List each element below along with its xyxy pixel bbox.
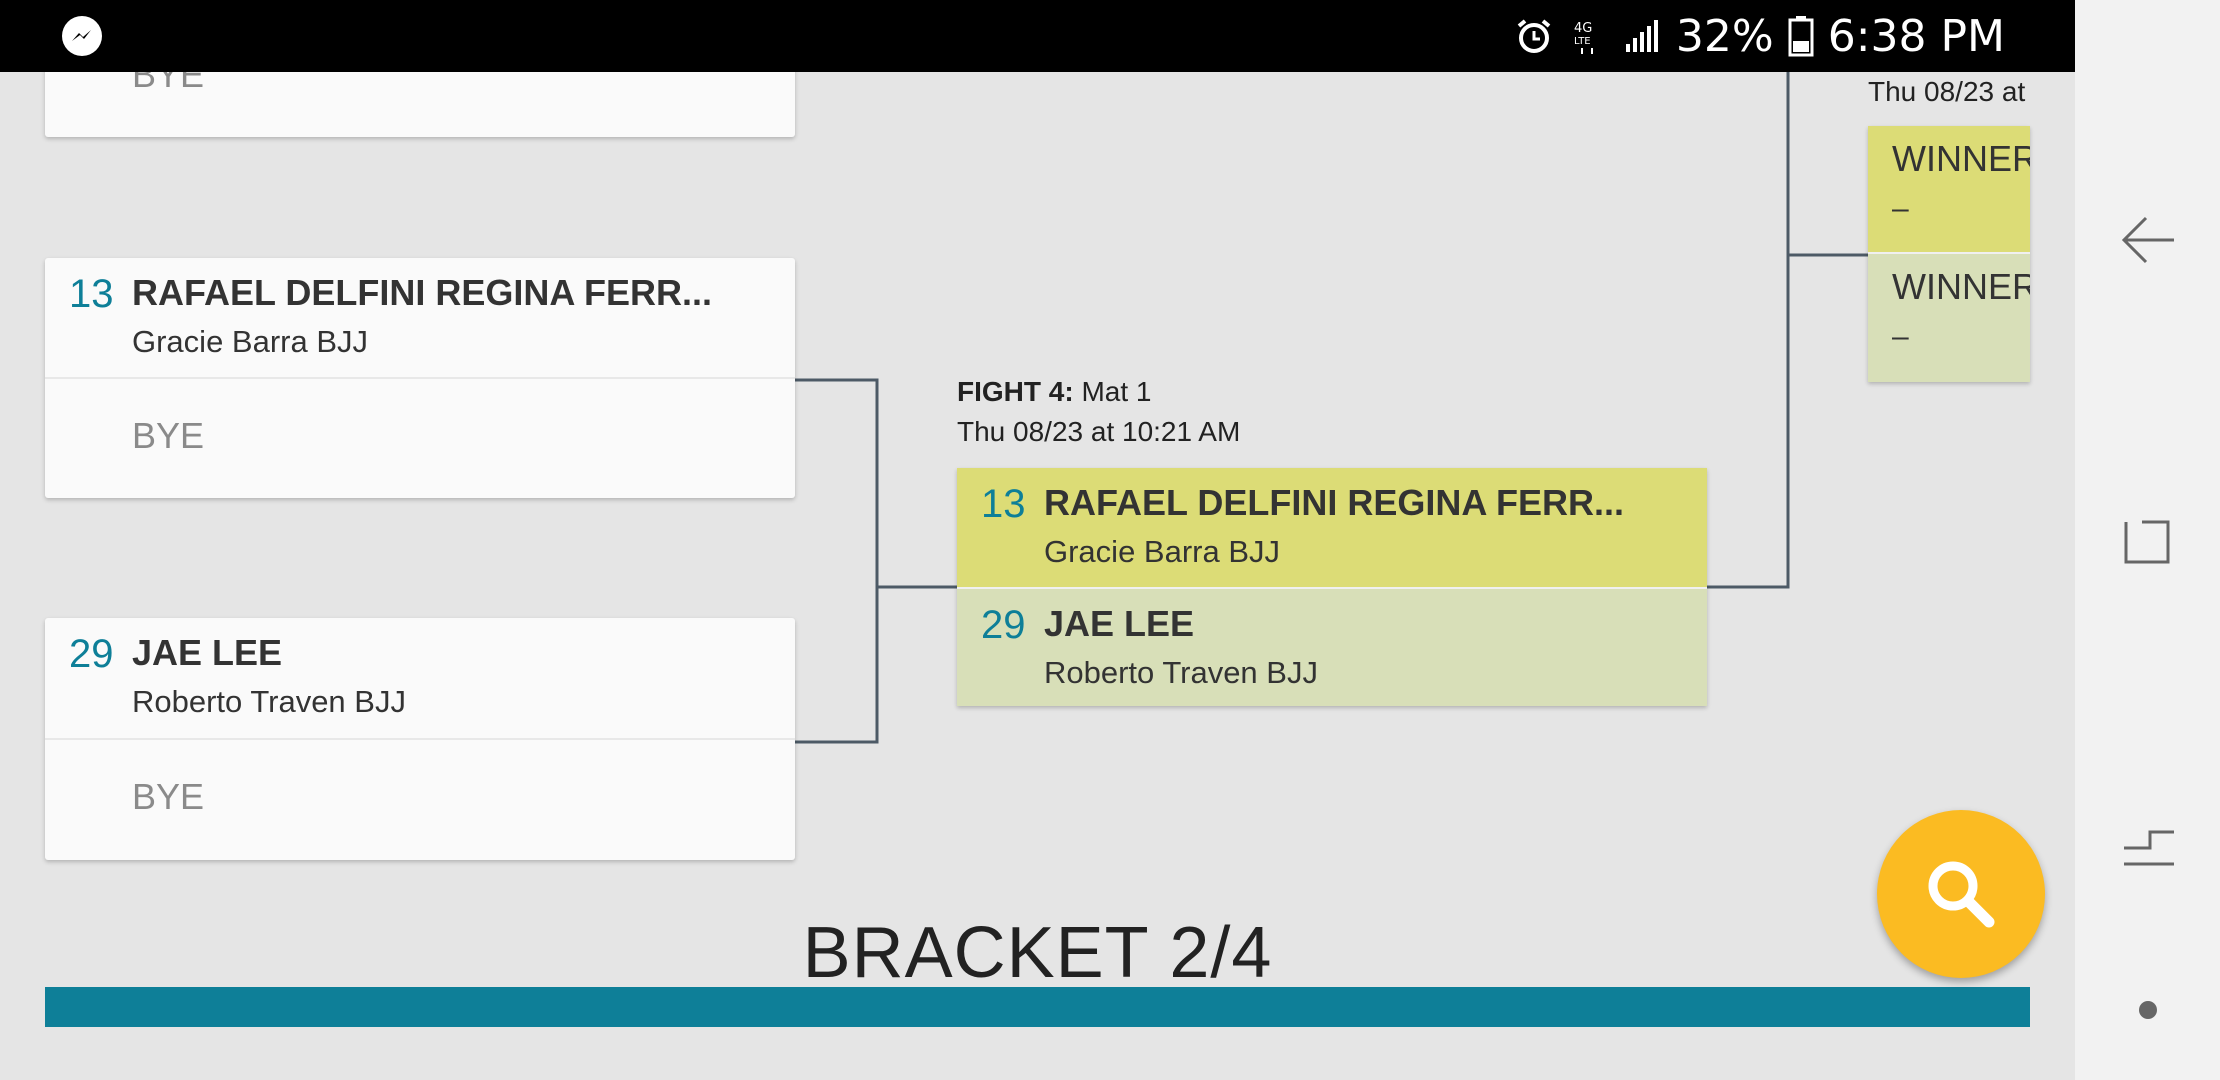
- clock: 6:38 PM: [1827, 10, 2005, 62]
- home-dot-icon[interactable]: [2120, 990, 2176, 1046]
- bye-row: BYE: [45, 738, 795, 860]
- bye-label: BYE: [132, 776, 205, 817]
- bottom-bar[interactable]: [45, 987, 2030, 1027]
- winner-slot[interactable]: WINNER –: [1868, 126, 2030, 252]
- bye-label: BYE: [132, 415, 205, 456]
- competitor-name: JAE LEE: [1044, 603, 1195, 644]
- recents-icon[interactable]: [2120, 514, 2176, 570]
- mat-label: Mat 1: [1073, 376, 1152, 407]
- bracket-title: BRACKET 2/4: [802, 913, 1273, 993]
- winner-slot[interactable]: WINNER –: [1868, 254, 2030, 382]
- winner-label: WINNER: [1892, 266, 2030, 307]
- competitor-row[interactable]: 29 JAE LEE Roberto Traven BJJ: [957, 589, 1707, 706]
- bye-label: BYE: [132, 72, 205, 95]
- competitor-name: RAFAEL DELFINI REGINA FERR...: [1044, 482, 1625, 523]
- messenger-icon: [62, 16, 102, 56]
- team-name: Gracie Barra BJJ: [132, 324, 369, 359]
- team-name: Gracie Barra BJJ: [1044, 534, 1281, 569]
- svg-text:LTE: LTE: [1574, 36, 1591, 47]
- navigation-bar: [2075, 0, 2220, 1080]
- signal-icon: [1625, 20, 1658, 52]
- winner-label: WINNER: [1892, 138, 2030, 179]
- seed-number: 29: [69, 632, 114, 676]
- fight-4-card[interactable]: 13 RAFAEL DELFINI REGINA FERR... Gracie …: [957, 468, 1707, 706]
- bracket-connectors: [795, 72, 1868, 744]
- battery-icon: [1788, 16, 1814, 57]
- competitor-row[interactable]: 29 JAE LEE Roberto Traven BJJ: [45, 618, 795, 738]
- fight-info: FIGHT 4: Mat 1 Thu 08/23 at 10:21 AM: [957, 372, 1240, 452]
- switch-icon[interactable]: [2120, 818, 2176, 874]
- seed-number: 13: [981, 482, 1026, 526]
- svg-text:4G: 4G: [1574, 21, 1592, 36]
- team-name: Roberto Traven BJJ: [1044, 655, 1318, 690]
- row-divider: [1868, 252, 2030, 254]
- match-card[interactable]: 13 RAFAEL DELFINI REGINA FERR... Gracie …: [45, 258, 795, 498]
- status-bar: 4G LTE 32% 6:38 PM: [0, 0, 2075, 72]
- competitor-name: JAE LEE: [132, 632, 283, 673]
- alarm-icon: [1517, 19, 1551, 53]
- match-card[interactable]: 29 JAE LEE Roberto Traven BJJ BYE: [45, 618, 795, 860]
- next-fight-time: Thu 08/23 at: [1868, 76, 2026, 107]
- next-fight-card[interactable]: WINNER – WINNER –: [1868, 126, 2030, 382]
- row-divider: [957, 587, 1707, 589]
- search-button[interactable]: [1877, 810, 2045, 978]
- competitor-name: RAFAEL DELFINI REGINA FERR...: [132, 272, 713, 313]
- fight-number: FIGHT 4:: [957, 376, 1074, 407]
- competitor-row[interactable]: 13 RAFAEL DELFINI REGINA FERR... Gracie …: [45, 258, 795, 377]
- team-name: Roberto Traven BJJ: [132, 684, 406, 719]
- seed-number: 13: [69, 272, 114, 316]
- winner-placeholder: –: [1892, 192, 1909, 225]
- back-icon[interactable]: [2120, 212, 2176, 268]
- seed-number: 29: [981, 603, 1026, 647]
- bye-row: BYE: [45, 377, 795, 498]
- battery-percent: 32%: [1675, 10, 1774, 62]
- fight-time: Thu 08/23 at 10:21 AM: [957, 416, 1241, 447]
- search-icon: [1928, 861, 1995, 928]
- winner-row[interactable]: 13 RAFAEL DELFINI REGINA FERR... Gracie …: [957, 468, 1707, 588]
- lte-icon: 4G LTE: [1574, 21, 1593, 54]
- bracket-view[interactable]: BYE 13 RAFAEL DELFINI REGINA FERR... Gra…: [0, 72, 2075, 1080]
- match-card-top-partial[interactable]: BYE: [45, 72, 795, 137]
- winner-placeholder: –: [1892, 320, 1909, 353]
